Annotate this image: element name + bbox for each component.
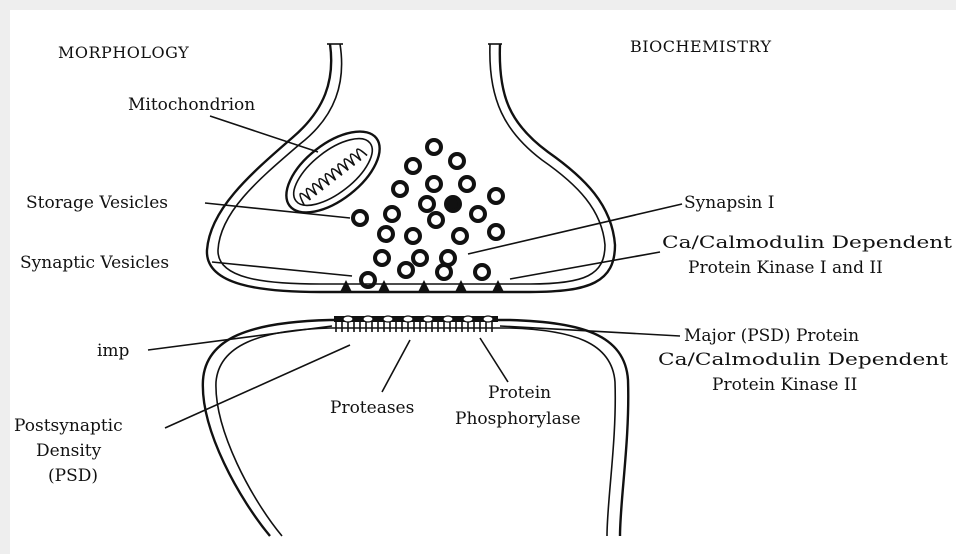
presynaptic-membrane-inner	[218, 44, 605, 284]
label-mitochondrion: Mitochondrion	[128, 95, 255, 115]
label-psd-protein-line1: Major (PSD) Protein	[684, 326, 859, 346]
label-imp: imp	[97, 341, 130, 361]
label-synapsin: Synapsin I	[684, 193, 774, 213]
leader-psd	[165, 345, 350, 428]
leader-synaptic-vesicles	[212, 262, 352, 276]
header-morphology: MORPHOLOGY	[58, 43, 189, 62]
label-psd-line2: Density	[36, 441, 102, 461]
label-synaptic-vesicles: Synaptic Vesicles	[20, 253, 169, 273]
label-phosphorylase-line2: Phosphorylase	[455, 409, 581, 429]
leader-camk-pre	[510, 252, 660, 279]
header-biochemistry: BIOCHEMISTRY	[630, 37, 772, 56]
label-psd-line1: Postsynaptic	[14, 416, 123, 436]
label-psd-protein-line3: Protein Kinase II	[712, 375, 857, 395]
leader-storage-vesicles	[205, 203, 350, 218]
label-camk-pre-line2: Protein Kinase I and II	[688, 258, 883, 278]
leader-proteases	[382, 340, 410, 392]
label-proteases: Proteases	[330, 398, 414, 418]
label-psd-line3: (PSD)	[48, 466, 98, 486]
leader-mitochondrion	[210, 116, 318, 152]
postsynaptic-density	[334, 316, 498, 332]
label-camk-pre-line1: Ca/Calmodulin Dependent	[662, 233, 952, 253]
leader-psd-protein	[500, 326, 680, 336]
leader-phosphorylase	[480, 338, 508, 382]
label-storage-vesicles: Storage Vesicles	[26, 193, 168, 213]
label-phosphorylase-line1: Protein	[488, 383, 551, 403]
leader-lines	[148, 116, 682, 428]
postsynaptic-membrane-inner	[216, 328, 615, 536]
label-psd-protein-line2: Ca/Calmodulin Dependent	[658, 350, 948, 370]
